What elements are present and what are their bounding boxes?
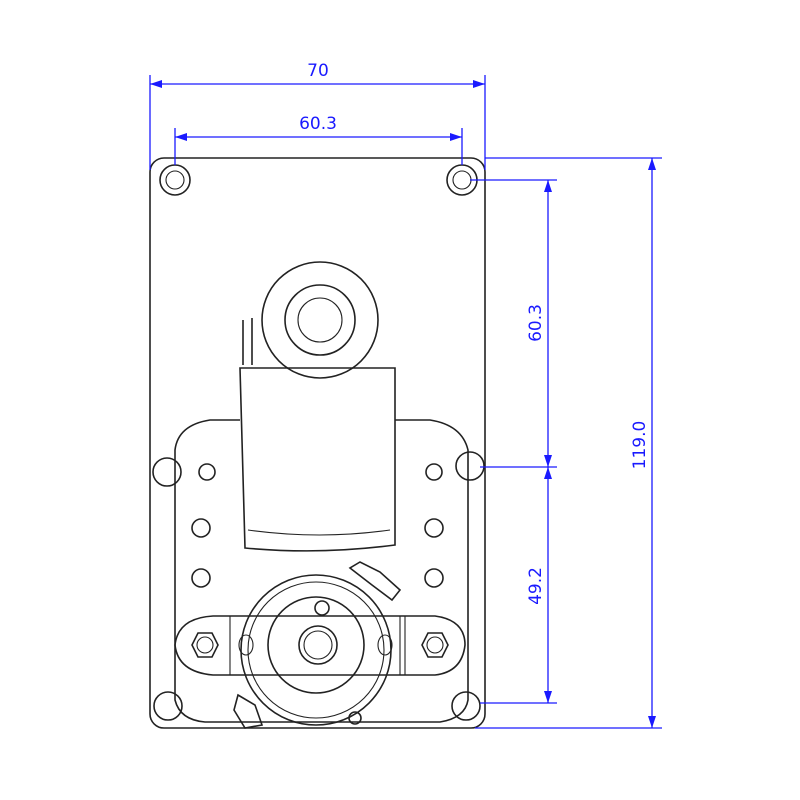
- mount-hole: [159, 164, 191, 196]
- dim-hole-spacing-lower: 49.2: [526, 567, 546, 605]
- motor-coil: [239, 367, 396, 552]
- nut-icon: [421, 632, 449, 658]
- motor-bearing: [261, 261, 379, 379]
- gearbox-housing: [174, 419, 469, 723]
- mounting-plate: [149, 157, 486, 729]
- dim-overall-height: 119.0: [630, 421, 650, 470]
- dim-overall-width: 70: [307, 61, 329, 81]
- dimension-lines: [149, 75, 662, 729]
- motor-outline: [149, 157, 486, 729]
- mounting-bracket: [174, 615, 466, 676]
- nut-icon: [191, 632, 219, 658]
- dim-hole-spacing-horizontal: 60.3: [299, 114, 337, 134]
- output-shaft: [298, 625, 338, 665]
- dim-hole-spacing-upper: 60.3: [526, 304, 546, 342]
